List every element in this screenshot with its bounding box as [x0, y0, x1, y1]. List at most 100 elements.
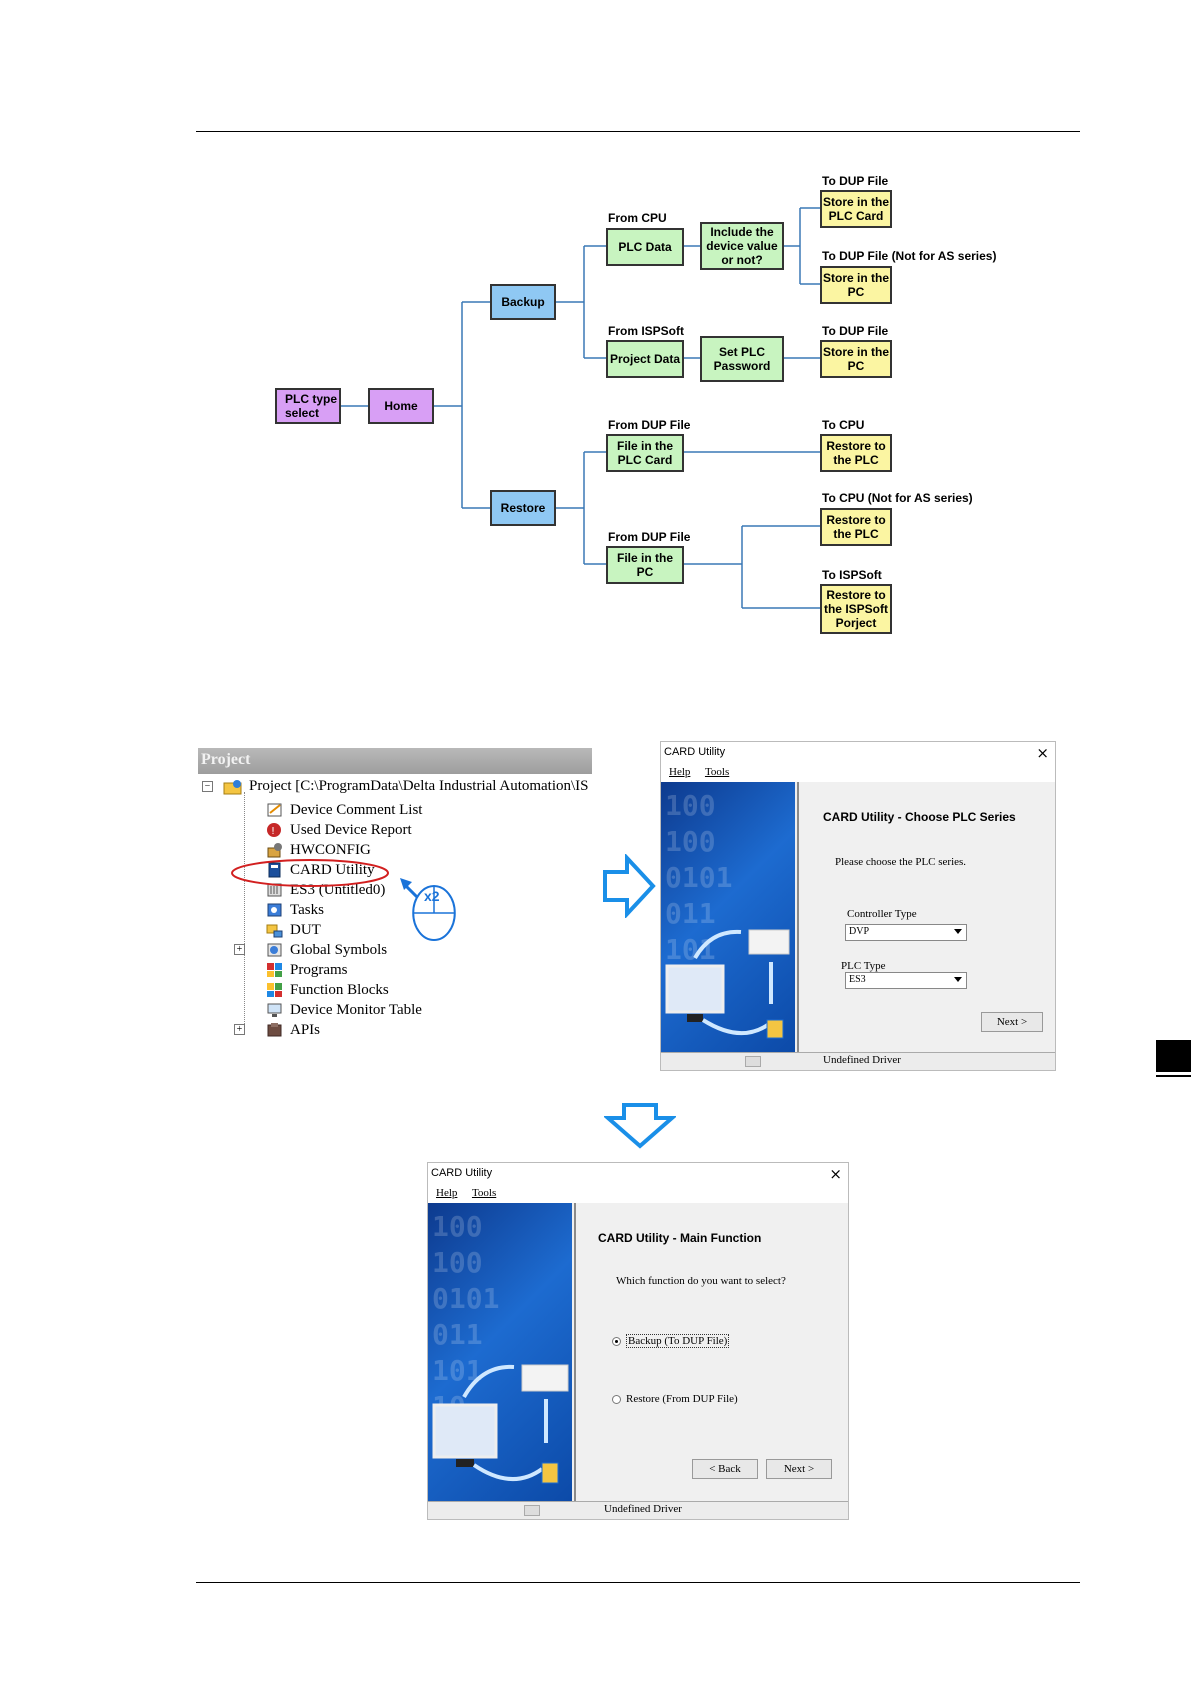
tree-item-programs[interactable]: Programs — [236, 960, 348, 980]
expand-icon[interactable]: + — [234, 944, 245, 955]
tree-item-function-blocks[interactable]: Function Blocks — [236, 980, 389, 1000]
tasks-icon — [266, 902, 284, 918]
dialog-menubar: Help Tools — [661, 764, 1055, 782]
pc-to-card-illustration — [665, 929, 790, 1039]
option-restore-radio[interactable]: Restore (From DUP File) — [612, 1393, 738, 1405]
tree-item-device-comment-list[interactable]: Device Comment List — [236, 800, 422, 820]
node-plc-type-select: PLC type select — [275, 388, 341, 424]
menu-tools[interactable]: Tools — [471, 1187, 497, 1199]
chapter-tab-marker — [1156, 1040, 1191, 1072]
project-root-node[interactable]: − Project [C:\ProgramData\Delta Industri… — [202, 778, 589, 795]
label-from-dup-file-2: From DUP File — [608, 530, 691, 544]
double-click-badge: x2 — [424, 888, 440, 904]
tree-item-card-utility[interactable]: CARD Utility — [236, 860, 375, 880]
menu-tools[interactable]: Tools — [704, 766, 730, 778]
node-backup: Backup — [490, 284, 556, 320]
next-button[interactable]: Next > — [766, 1459, 832, 1479]
radio-unselected-icon — [612, 1394, 621, 1404]
dialog-heading: CARD Utility - Choose PLC Series — [823, 810, 1016, 824]
function-blocks-icon — [266, 982, 284, 998]
monitor-table-icon — [266, 1002, 284, 1018]
menu-help[interactable]: Help — [669, 766, 691, 778]
node-restore-plc-1: Restore to the PLC — [820, 434, 892, 472]
label-to-ispsoft: To ISPSoft — [822, 568, 882, 582]
tree-item-device-monitor-table[interactable]: Device Monitor Table — [236, 1000, 422, 1020]
dialog-statusbar: Undefined Driver — [661, 1052, 1055, 1070]
hwconfig-icon — [266, 842, 284, 858]
dialog-main-area: CARD Utility - Choose PLC Series Please … — [797, 782, 1055, 1052]
chevron-down-icon — [954, 977, 962, 982]
card-utility-icon — [266, 862, 284, 878]
dialog-titlebar: CARD Utility × — [661, 742, 1055, 764]
status-indicator-icon — [745, 1056, 761, 1067]
flowchart-connectors — [340, 207, 820, 609]
radio-selected-icon — [612, 1336, 621, 1346]
node-restore: Restore — [490, 490, 556, 526]
plc-icon — [266, 882, 284, 898]
plc-type-label: PLC Type — [841, 960, 886, 972]
dialog-titlebar: CARD Utility × — [428, 1163, 848, 1185]
back-button[interactable]: < Back — [692, 1459, 758, 1479]
node-restore-ispsoft: Restore to the ISPSoft Porject — [820, 584, 892, 634]
tree-item-tasks[interactable]: Tasks — [236, 900, 324, 920]
chevron-down-icon — [954, 929, 962, 934]
project-panel-header: Project — [198, 748, 592, 774]
label-from-dup-file-1: From DUP File — [608, 418, 691, 432]
menu-help[interactable]: Help — [436, 1187, 458, 1199]
tree-item-es3[interactable]: ES3 (Untitled0) — [236, 880, 385, 900]
down-arrow-icon — [604, 1103, 676, 1149]
pc-to-card-illustration — [432, 1364, 569, 1484]
node-store-plc-card: Store in the PLC Card — [820, 190, 892, 228]
node-store-pc-1: Store in the PC — [820, 266, 892, 304]
label-from-ispsoft: From ISPSoft — [608, 324, 685, 338]
comment-list-icon — [266, 802, 284, 818]
collapse-icon[interactable]: − — [202, 781, 213, 792]
node-file-plc-card: File in the PLC Card — [606, 434, 684, 472]
node-set-plc-password: Set PLC Password — [700, 336, 784, 382]
dialog-heading: CARD Utility - Main Function — [598, 1231, 762, 1245]
right-arrow-icon — [603, 854, 656, 918]
backup-restore-flowchart: PLC type select Home Backup Restore PLC … — [0, 0, 1191, 680]
dialog-side-graphic: 100100010101110110 — [661, 782, 795, 1052]
tree-item-global-symbols[interactable]: + Global Symbols — [234, 940, 387, 960]
plc-type-select[interactable]: ES3 — [845, 972, 967, 989]
node-restore-plc-2: Restore to the PLC — [820, 508, 892, 546]
tree-item-dut[interactable]: DUT — [236, 920, 321, 940]
node-include-device-value: Include the device value or not? — [700, 222, 784, 270]
dialog-prompt: Which function do you want to select? — [616, 1275, 786, 1287]
tree-item-apis[interactable]: + APIs — [234, 1020, 320, 1040]
dialog-menubar: Help Tools — [428, 1185, 848, 1203]
controller-type-select[interactable]: DVP — [845, 924, 967, 941]
next-button[interactable]: Next > — [981, 1012, 1043, 1032]
tree-item-used-device-report[interactable]: ! Used Device Report — [236, 820, 412, 840]
node-plc-data: PLC Data — [606, 228, 684, 266]
expand-icon[interactable]: + — [234, 1024, 245, 1035]
tree-item-hwconfig[interactable]: HWCONFIG — [236, 840, 371, 860]
dut-icon — [266, 922, 284, 938]
label-to-dup-file-2: To DUP File — [822, 324, 889, 338]
dialog-main-area: CARD Utility - Main Function Which funct… — [574, 1203, 848, 1501]
label-to-dup-not-as: To DUP File (Not for AS series) — [822, 249, 997, 263]
chapter-tab-underline — [1156, 1075, 1191, 1077]
dialog-side-graphic: 100100010101110110 — [428, 1203, 572, 1501]
dialog-prompt: Please choose the PLC series. — [835, 856, 967, 868]
project-folder-icon — [223, 779, 243, 795]
option-backup-radio[interactable]: Backup (To DUP File) — [612, 1334, 730, 1348]
label-to-cpu-1: To CPU — [822, 418, 865, 432]
node-store-pc-2: Store in the PC — [820, 340, 892, 378]
programs-icon — [266, 962, 284, 978]
node-project-data: Project Data — [606, 340, 684, 378]
close-icon[interactable]: × — [1036, 744, 1049, 762]
node-home: Home — [368, 388, 434, 424]
svg-text:!: ! — [271, 826, 275, 837]
device-report-icon: ! — [266, 822, 284, 838]
label-to-cpu-not-as: To CPU (Not for AS series) — [822, 491, 973, 505]
top-rule — [196, 131, 1080, 132]
project-root-label: Project [C:\ProgramData\Delta Industrial… — [249, 778, 589, 794]
node-file-pc: File in the PC — [606, 546, 684, 584]
close-icon[interactable]: × — [829, 1165, 842, 1183]
apis-icon — [266, 1022, 284, 1038]
dialog-statusbar: Undefined Driver — [428, 1501, 848, 1519]
